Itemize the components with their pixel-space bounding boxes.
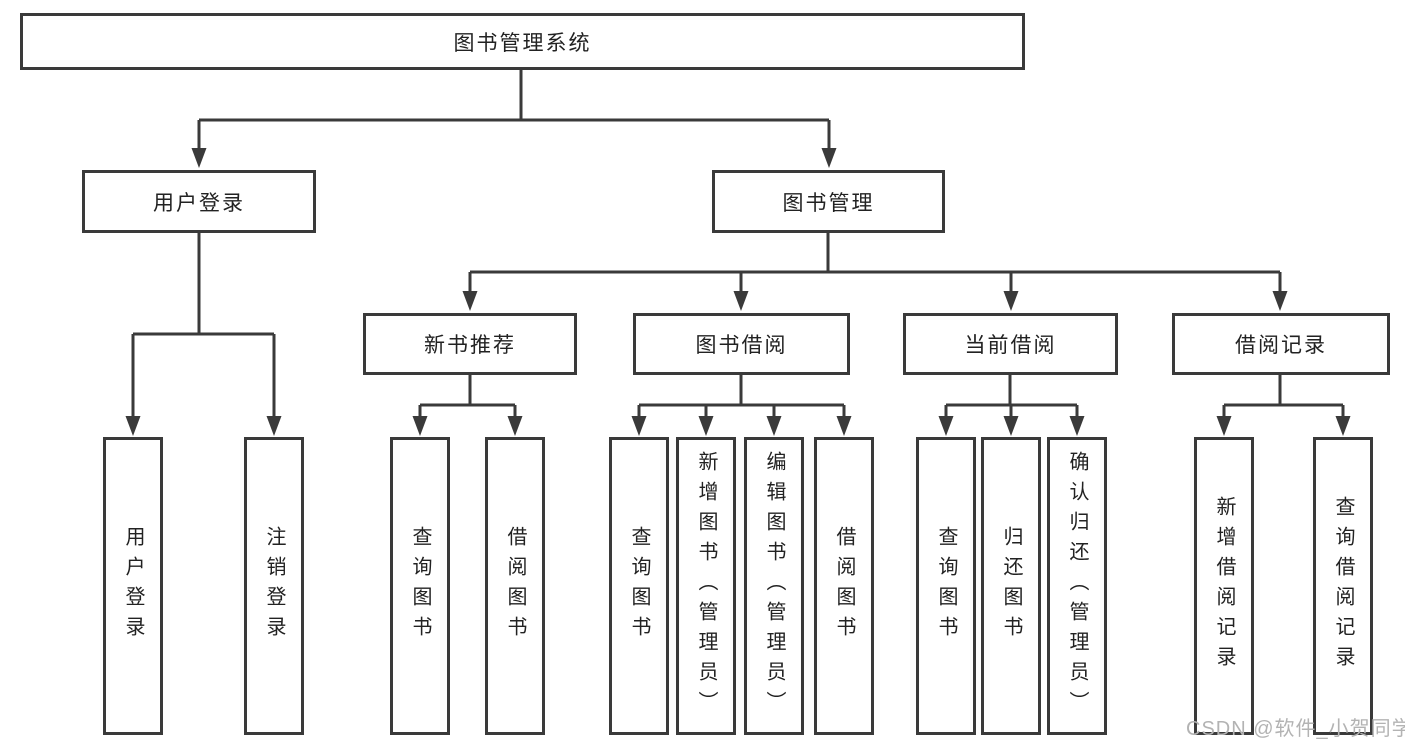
node-book-management: 图书管理 xyxy=(712,170,945,233)
leaf-query-borrow-record: 查询借阅记录 xyxy=(1313,437,1373,735)
connector-book-mgmt-to-level3 xyxy=(468,233,1282,295)
node-current-borrow: 当前借阅 xyxy=(903,313,1118,375)
node-user-login: 用户登录 xyxy=(82,170,316,233)
leaf-edit-book-admin: 编辑图书（管理员） xyxy=(744,437,804,735)
node-book-borrow: 图书借阅 xyxy=(633,313,850,375)
connector-user-login-to-leaves xyxy=(131,233,276,420)
connector-new-book-rec-to-leaves xyxy=(418,375,517,420)
csdn-watermark: CSDN @软件_小贺同学 xyxy=(1186,718,1405,740)
node-root-system: 图书管理系统 xyxy=(20,13,1025,70)
node-new-book-recommend: 新书推荐 xyxy=(363,313,577,375)
leaf-query-book-borrow: 查询图书 xyxy=(609,437,669,735)
leaf-user-login: 用户登录 xyxy=(103,437,163,735)
connector-current-borrow-to-leaves xyxy=(944,375,1079,420)
leaf-return-book: 归还图书 xyxy=(981,437,1041,735)
leaf-logout: 注销登录 xyxy=(244,437,304,735)
connector-borrow-records-to-leaves xyxy=(1222,375,1345,420)
leaf-add-borrow-record: 新增借阅记录 xyxy=(1194,437,1254,735)
leaf-query-book-recommend: 查询图书 xyxy=(390,437,450,735)
connector-book-borrow-to-leaves xyxy=(637,375,846,420)
leaf-confirm-return-admin: 确认归还（管理员） xyxy=(1047,437,1107,735)
leaf-add-book-admin: 新增图书（管理员） xyxy=(676,437,736,735)
node-borrow-records: 借阅记录 xyxy=(1172,313,1390,375)
leaf-query-book-current: 查询图书 xyxy=(916,437,976,735)
connector-root-to-level2 xyxy=(197,70,831,152)
leaf-borrow-book-borrow: 借阅图书 xyxy=(814,437,874,735)
leaf-borrow-book-recommend: 借阅图书 xyxy=(485,437,545,735)
